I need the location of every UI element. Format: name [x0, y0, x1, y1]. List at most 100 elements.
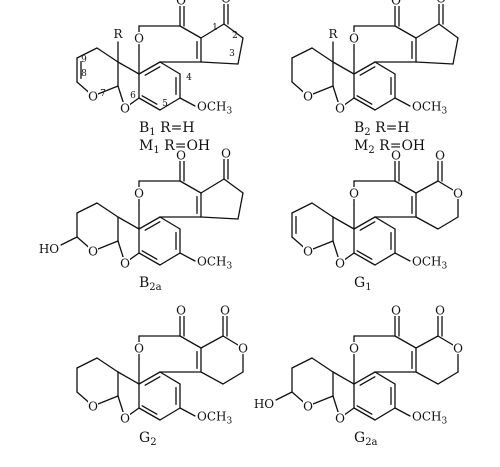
- bond: [415, 371, 439, 385]
- aromatic-bond: [359, 376, 376, 386]
- ring-oxygen: O: [349, 342, 359, 356]
- bond: [353, 216, 376, 230]
- bond: [179, 407, 196, 417]
- aromatic-bond: [359, 221, 376, 231]
- aromatic-bond: [141, 250, 158, 260]
- bond: [291, 202, 313, 214]
- carbonyl-oxygen-mask: [391, 304, 401, 316]
- bond: [222, 371, 244, 385]
- ring-number-8: 8: [81, 69, 87, 79]
- bond: [353, 252, 376, 266]
- dihydrofuran-oxygen: O: [88, 400, 98, 414]
- furan-oxygen-mask: [335, 102, 345, 114]
- bond: [76, 357, 98, 369]
- bond: [237, 192, 244, 220]
- bond: [438, 23, 459, 39]
- hydroxyl-label: HO: [39, 242, 59, 256]
- dihydrofuran-oxygen: O: [88, 90, 98, 104]
- ring-number-9: 9: [81, 55, 87, 65]
- furan-oxygen: O: [120, 257, 130, 271]
- caption-b1-0: B1 R=H: [139, 120, 195, 138]
- bond: [353, 97, 376, 111]
- caption-g1-0: G1: [354, 275, 372, 293]
- bond: [138, 216, 161, 230]
- furan-oxygen: O: [335, 257, 345, 271]
- ring-number-5: 5: [162, 99, 168, 109]
- bond: [332, 61, 355, 75]
- aromatic-bond: [141, 95, 158, 105]
- dihydrofuran-oxygen-mask: [303, 245, 313, 257]
- aromatic-bond: [356, 95, 373, 105]
- lactone-ring-oxygen: O: [453, 187, 463, 201]
- furan-oxygen-mask: [120, 412, 130, 424]
- furan-oxygen: O: [120, 102, 130, 116]
- bond: [200, 335, 224, 349]
- bond: [291, 47, 313, 59]
- lactone-ring-oxygen-mask: [238, 342, 248, 354]
- bond: [76, 47, 98, 59]
- bond: [394, 407, 411, 417]
- dihydrofuran-oxygen: O: [303, 90, 313, 104]
- bond: [117, 216, 140, 230]
- ring-oxygen: O: [134, 32, 144, 46]
- bond: [138, 97, 161, 111]
- bond: [311, 202, 334, 218]
- bond: [415, 180, 439, 194]
- caption-g2a-0: G2a: [354, 430, 378, 448]
- methoxy-label: OCH3: [412, 255, 447, 272]
- bond: [117, 371, 140, 385]
- bond: [159, 252, 181, 266]
- bond: [200, 23, 225, 39]
- bond: [200, 61, 239, 65]
- ring-oxygen-mask: [349, 187, 359, 199]
- aromatic-bond: [356, 250, 373, 260]
- lactone-carbonyl-oxygen: O: [435, 304, 445, 318]
- bond: [275, 391, 293, 401]
- ketone-oxygen-mask: [221, 147, 231, 159]
- bond: [223, 178, 244, 194]
- structure-b1: OOO12345OOR9876OCH3B1 R=HM1 R=OH: [76, 0, 244, 156]
- ring-oxygen: O: [349, 32, 359, 46]
- bond: [353, 371, 376, 385]
- bond: [179, 25, 202, 39]
- bond: [332, 216, 355, 230]
- ring-number-4: 4: [186, 73, 192, 83]
- ring-number-1: 1: [212, 23, 218, 33]
- bond: [291, 357, 313, 369]
- lactone-ring-oxygen-mask: [453, 342, 463, 354]
- dihydrofuran-oxygen-mask: [303, 90, 313, 102]
- ring-oxygen-mask: [349, 342, 359, 354]
- bond: [374, 97, 396, 111]
- ring-oxygen-mask: [349, 32, 359, 44]
- bond: [415, 61, 454, 65]
- bond: [374, 61, 396, 75]
- carbonyl-oxygen-mask: [391, 149, 401, 161]
- carbonyl-oxygen-mask: [176, 149, 186, 161]
- ring-oxygen: O: [349, 187, 359, 201]
- ring-number-3: 3: [229, 49, 235, 59]
- aromatic-bond: [141, 405, 158, 415]
- methoxy-label: OCH3: [412, 410, 447, 427]
- r-group-label: R: [328, 27, 338, 41]
- bond: [200, 216, 239, 220]
- ring-number-7: 7: [100, 89, 106, 99]
- furan-oxygen-mask: [335, 412, 345, 424]
- lactone-ring-oxygen: O: [453, 342, 463, 356]
- bond: [60, 236, 78, 246]
- bond: [179, 252, 196, 262]
- bond: [96, 47, 119, 63]
- methoxy-label: OCH3: [197, 100, 232, 117]
- bond: [138, 407, 161, 421]
- dihydrofuran-oxygen: O: [303, 245, 313, 259]
- bond: [374, 371, 396, 385]
- bond: [415, 335, 439, 349]
- bond: [311, 47, 334, 63]
- bond: [415, 216, 439, 230]
- bond: [374, 216, 396, 230]
- hydroxyl-label: HO: [254, 397, 274, 411]
- bond: [179, 335, 202, 349]
- bond: [437, 216, 459, 230]
- methoxy-label: OCH3: [197, 410, 232, 427]
- dihydrofuran-oxygen-mask: [88, 245, 98, 257]
